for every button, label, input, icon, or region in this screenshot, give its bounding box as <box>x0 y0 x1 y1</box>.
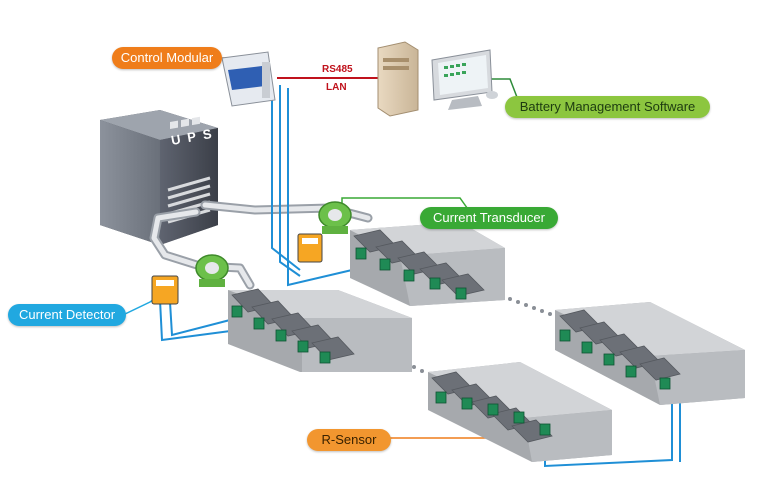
control-modular-label: Control Modular <box>112 47 222 69</box>
battery-bank-1 <box>228 288 412 372</box>
current-transducer-1 <box>318 201 352 234</box>
r-sensors-2 <box>355 247 467 300</box>
r-sensors-3 <box>559 329 671 390</box>
current-transducer-2 <box>195 254 229 287</box>
current-detector-1 <box>297 233 323 263</box>
battery-bank-2 <box>350 222 505 306</box>
battery-software-label: Battery Management Software <box>505 96 710 118</box>
transducer-leader <box>341 197 471 213</box>
current-detector-2 <box>151 275 179 305</box>
ups-panel <box>170 116 200 130</box>
r-sensors-1 <box>231 305 331 364</box>
r-sensors-4 <box>435 391 551 436</box>
battery-cells-2 <box>353 229 485 297</box>
battery-cells-1 <box>231 288 355 361</box>
current-detector-label: Current Detector <box>8 304 126 326</box>
battery-bank-4 <box>428 362 612 462</box>
lan-label: LAN <box>326 82 347 93</box>
monitor <box>431 49 498 110</box>
control-module-device <box>221 51 276 107</box>
battery-cells-4 <box>431 371 553 443</box>
pc-tower <box>377 41 419 117</box>
battery-bank-3 <box>555 302 745 405</box>
battery-cells-3 <box>559 309 681 381</box>
continuation-dots <box>388 297 552 373</box>
r-sensor-label: R-Sensor <box>307 429 391 451</box>
current-transducer-label: Current Transducer <box>420 207 558 229</box>
rs485-label: RS485 <box>322 64 353 75</box>
